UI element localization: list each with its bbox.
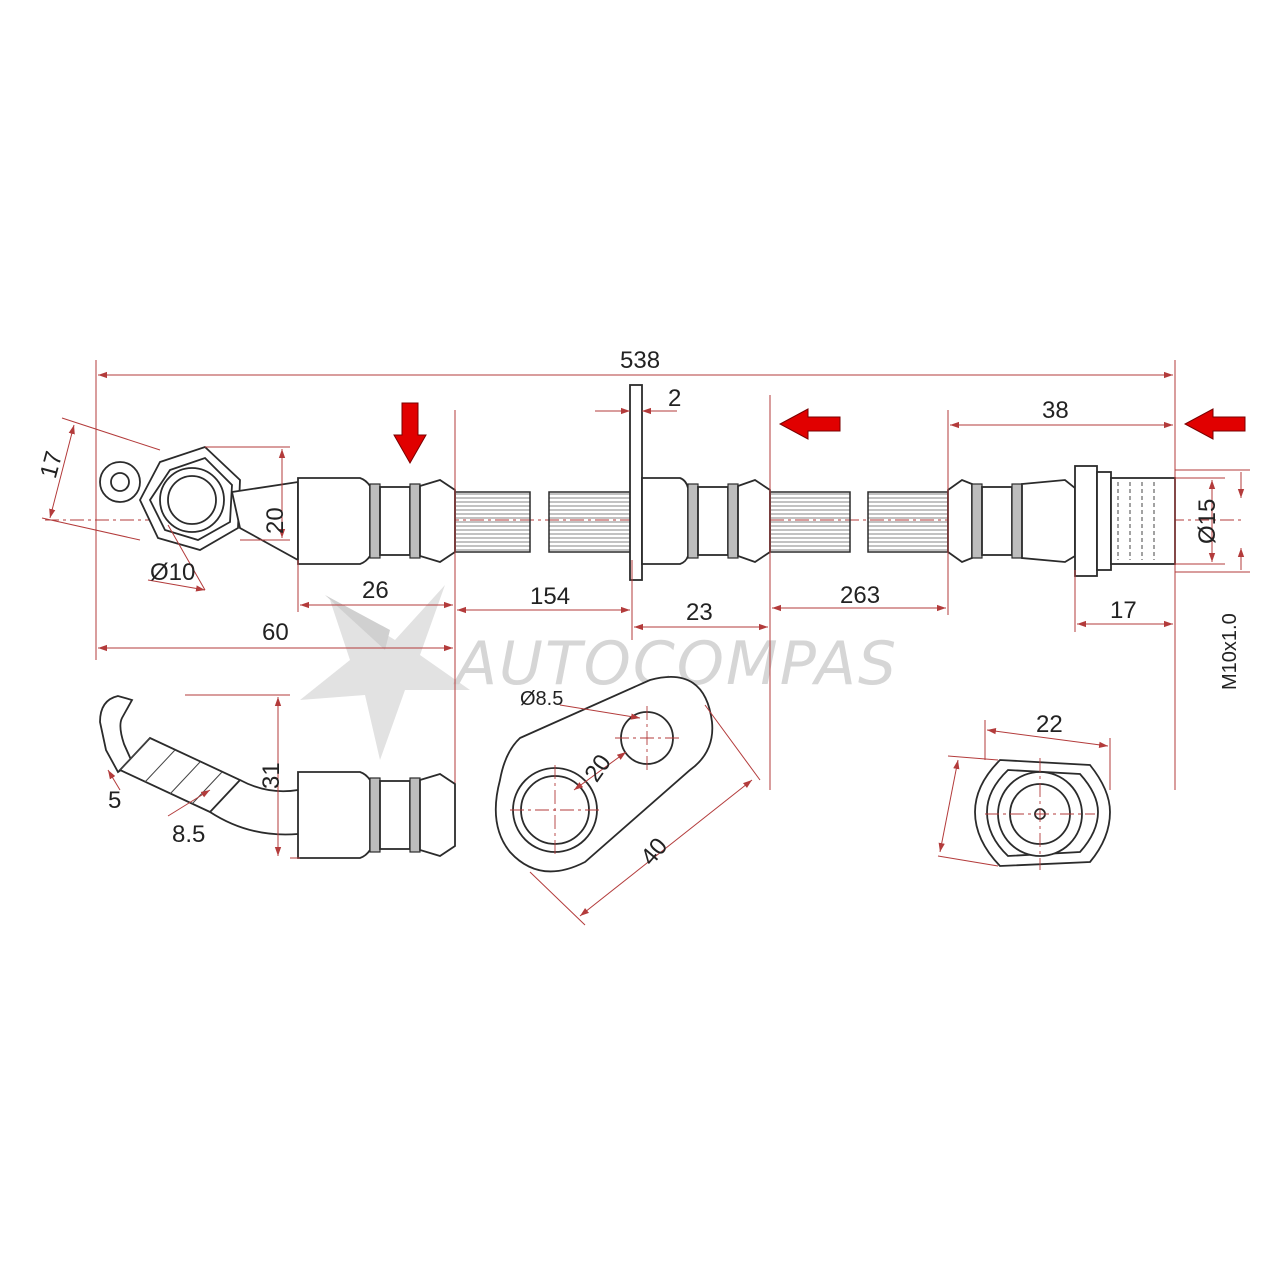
middle-bracket [629,384,771,581]
dim-end-view: 22 [1036,711,1063,738]
dim-hose-right: 263 [840,582,880,609]
dim-banjo-total: 60 [262,619,289,646]
hose-segment [454,491,531,553]
dim-side-offset: 5 [108,787,121,814]
dim-thread: M10x1.0 [1219,613,1241,690]
dim-crimp-length: 26 [362,577,389,604]
dim-bracket-section: 23 [686,599,713,626]
dimensions-main: 538 2 38 17 20 Ø10 26 60 154 23 [35,347,1250,790]
dim-overall-length: 538 [620,347,660,374]
dim-banjo-hole: Ø10 [150,559,195,586]
dim-side-height: 31 [258,762,285,789]
down-arrow-icon [393,402,427,465]
side-view: 31 5 8.5 [99,694,456,859]
left-arrow-icon [778,408,841,440]
hose-segment [769,491,851,553]
dim-bracket-hole: Ø8.5 [520,688,563,710]
watermark-compass-icon [300,585,470,760]
dim-hose-left: 154 [530,583,570,610]
dim-bracket-thickness: 2 [668,385,681,412]
end-view: 22 [937,711,1111,870]
right-fitting [947,465,1176,577]
hose-main-view [45,384,1246,581]
dim-fitting-length: 17 [1110,597,1137,624]
dim-right-nut-length: 38 [1042,397,1069,424]
dim-banjo-hex: 17 [35,448,68,481]
left-arrow-icon [1183,408,1246,440]
left-ferrule [297,477,456,565]
dim-banjo-width: 20 [262,507,289,534]
dim-fitting-diameter: Ø15 [1194,499,1221,544]
dim-bracket-length: 40 [635,833,673,871]
dim-side-pipe: 8.5 [172,821,205,848]
hose-segment [548,491,633,553]
bracket-plate-view: Ø8.5 20 40 [494,676,761,926]
banjo-fitting [99,445,299,562]
hose-segment [867,491,949,553]
